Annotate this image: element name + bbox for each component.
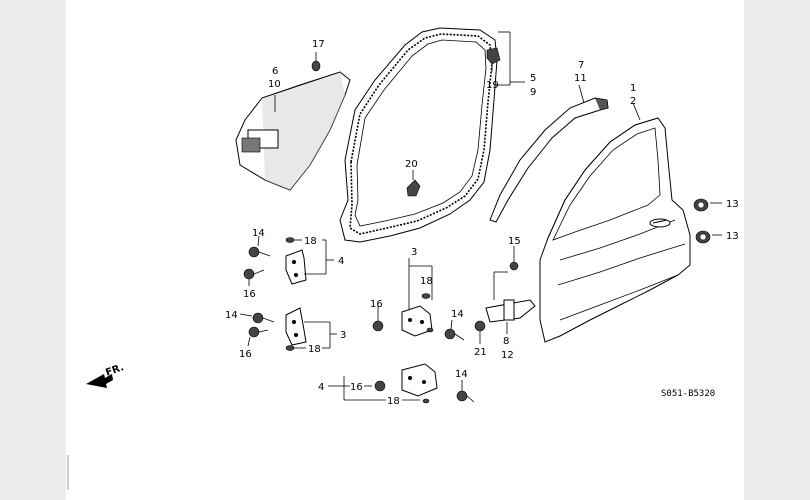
label-10: 10 xyxy=(268,79,281,90)
label-16-b: 16 xyxy=(370,299,383,310)
door-checker-part xyxy=(485,271,536,323)
bolt-14-center xyxy=(444,319,465,341)
bolt-16-lower xyxy=(247,326,269,347)
buffer-13-upper xyxy=(693,198,722,212)
bolt-14-lower xyxy=(239,312,275,324)
hinge-center-upper-part xyxy=(401,293,434,337)
label-13-lower: 13 xyxy=(726,231,739,242)
clip-17-part xyxy=(311,52,321,72)
hinge-lower-left-part xyxy=(285,307,307,351)
label-8: 8 xyxy=(503,336,509,347)
water-shield-part xyxy=(235,71,351,191)
sash-molding-part xyxy=(489,84,609,223)
label-13-upper: 13 xyxy=(726,199,739,210)
label-4-a: 4 xyxy=(338,256,344,267)
label-19: 19 xyxy=(486,80,499,91)
label-11: 11 xyxy=(574,73,587,84)
label-7: 7 xyxy=(578,60,584,71)
label-3-a: 3 xyxy=(411,247,417,258)
label-20: 20 xyxy=(405,159,418,170)
label-14-d: 14 xyxy=(455,369,468,380)
bolt-14-lower-center xyxy=(456,380,475,403)
label-5: 5 xyxy=(530,73,536,84)
label-12: 12 xyxy=(501,350,514,361)
label-14-b: 14 xyxy=(225,310,238,321)
label-14-a: 14 xyxy=(252,228,265,239)
label-18-a: 18 xyxy=(304,236,317,247)
front-marker-label: FR. xyxy=(104,362,125,379)
label-15: 15 xyxy=(508,236,521,247)
label-18-c: 18 xyxy=(308,344,321,355)
front-arrow-icon xyxy=(86,374,113,388)
diagram-code: S051-B5320 xyxy=(661,389,715,399)
label-21: 21 xyxy=(474,347,487,358)
label-9: 9 xyxy=(530,87,536,98)
label-1: 1 xyxy=(630,83,636,94)
buffer-13-lower xyxy=(695,230,722,244)
label-18-d: 18 xyxy=(387,396,400,407)
label-16-a: 16 xyxy=(243,289,256,300)
clip-19-part xyxy=(486,47,501,72)
hinge-upper-left-part xyxy=(285,237,307,285)
label-2: 2 xyxy=(630,96,636,107)
bolt-21 xyxy=(474,320,486,344)
bolt-16-lower-center xyxy=(374,380,386,392)
label-14-c: 14 xyxy=(451,309,464,320)
bolt-16-center xyxy=(372,306,384,332)
label-17: 17 xyxy=(312,39,325,50)
label-18-b: 18 xyxy=(420,276,433,287)
bolt-14-upper xyxy=(248,235,271,258)
weatherstrip-part xyxy=(339,27,498,243)
door-shell-part xyxy=(539,102,691,343)
hinge-center-lower-part xyxy=(401,363,438,404)
bolt-15 xyxy=(509,246,519,271)
label-16-c: 16 xyxy=(239,349,252,360)
label-6: 6 xyxy=(272,66,278,77)
label-4-b: 4 xyxy=(318,382,324,393)
bolt-16-upper xyxy=(243,268,265,286)
clip-20-part xyxy=(406,170,421,197)
label-3-b: 3 xyxy=(340,330,346,341)
label-16-d: 16 xyxy=(350,382,363,393)
